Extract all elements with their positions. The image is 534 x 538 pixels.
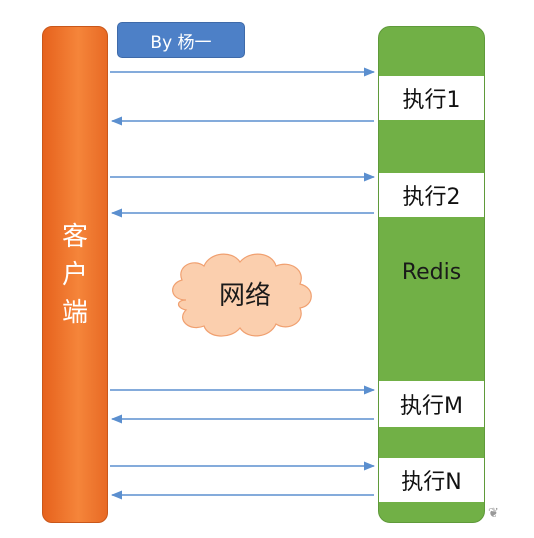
- step-execute-2: 执行2: [379, 173, 484, 217]
- network-cloud-icon: [172, 253, 312, 337]
- author-badge: By 杨一: [117, 22, 245, 58]
- step-execute-n: 执行N: [379, 458, 484, 502]
- step-execute-1: 执行1: [379, 76, 484, 120]
- network-label: 网络: [218, 281, 271, 311]
- redis-label: Redis: [401, 260, 462, 285]
- client-label: 客 户 端: [61, 222, 88, 328]
- step-execute-m: 执行M: [379, 381, 484, 427]
- client-bar: [42, 26, 108, 523]
- watermark-icon: ❦: [488, 506, 499, 521]
